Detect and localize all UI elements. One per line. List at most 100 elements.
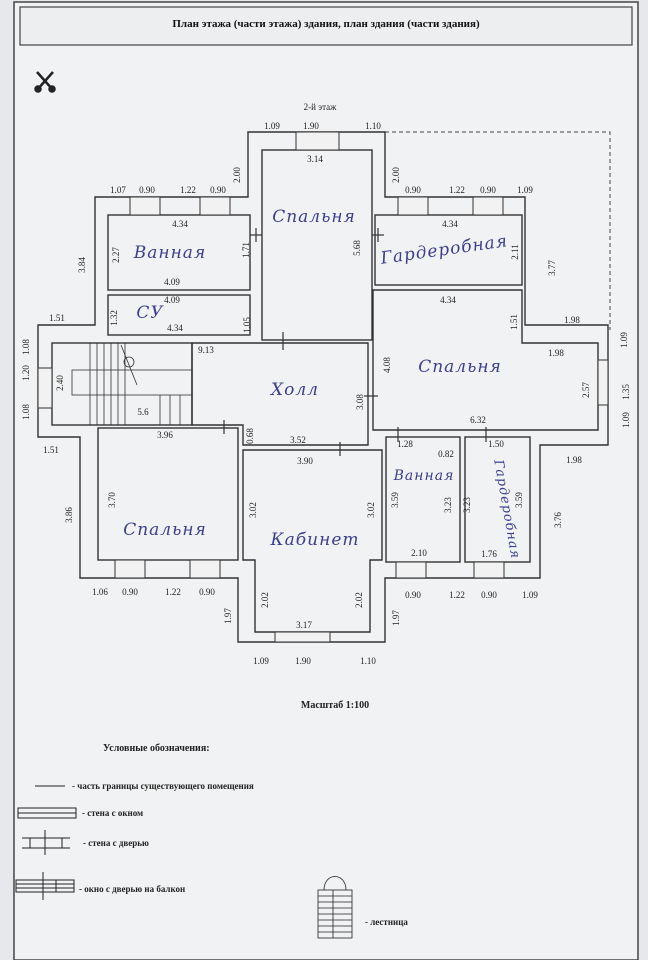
dimension: 3.90 — [297, 456, 313, 466]
dimension: 3.02 — [366, 502, 376, 518]
window — [129, 196, 161, 216]
dimension: 0.90 — [139, 185, 155, 195]
dimension: 1.07 — [110, 185, 126, 195]
dimension: 1.32 — [109, 310, 119, 326]
dimension: 9.13 — [198, 345, 214, 355]
room-office — [242, 449, 383, 633]
dimension: 1.22 — [449, 185, 465, 195]
dimension: 4.34 — [440, 295, 456, 305]
dimension: 3.96 — [157, 430, 173, 440]
dimension: 4.09 — [164, 295, 180, 305]
dimension: 1.09 — [517, 185, 533, 195]
dimension: 2.10 — [411, 548, 427, 558]
dimension: 1.76 — [481, 549, 497, 559]
dimension: 0.90 — [481, 590, 497, 600]
legend-item: - стена с дверью — [83, 838, 149, 848]
legend-window-symbol — [17, 807, 77, 819]
scale-label: Масштаб 1:100 — [301, 700, 369, 711]
dimension: 4.34 — [167, 323, 183, 333]
dimension: 1.35 — [621, 384, 631, 400]
dimension: 3.23 — [462, 497, 472, 513]
window — [473, 561, 505, 579]
dimension: 1.97 — [391, 610, 401, 626]
dimension-labels: 1.09 1.90 1.10 3.14 2.00 2.00 1.07 0.90 … — [21, 121, 631, 666]
window — [295, 131, 340, 151]
dimension: 2.27 — [111, 247, 121, 263]
dimension: 1.51 — [49, 313, 65, 323]
dimension: 2.02 — [354, 592, 364, 608]
dimension: 0.90 — [405, 590, 421, 600]
dimension: 1.22 — [165, 587, 181, 597]
window — [114, 559, 146, 579]
dimension: 1.50 — [488, 439, 504, 449]
legend-item: - стена с окном — [82, 808, 143, 818]
window — [397, 196, 429, 216]
dimension: 0.68 — [245, 428, 255, 444]
dimension: 1.98 — [548, 348, 564, 358]
dimension: 2.00 — [391, 167, 401, 183]
legend-heading: Условные обозначения: — [103, 743, 210, 754]
room-label-bath-bottom: Ванная — [393, 468, 455, 484]
room-label-office: Кабинет — [270, 530, 360, 550]
room-bedroom-left — [97, 427, 239, 561]
window — [274, 631, 331, 643]
dimension: 1.97 — [223, 608, 233, 624]
room-label-bedroom-left: Спальня — [123, 520, 207, 540]
legend-item: - окно с дверью на балкон — [79, 884, 185, 894]
dimension: 0.90 — [405, 185, 421, 195]
dimension: 1.08 — [21, 339, 31, 355]
dimension: 2.00 — [232, 167, 242, 183]
dimension: 1.90 — [303, 121, 319, 131]
window — [189, 559, 221, 579]
dimension: 4.08 — [382, 357, 392, 373]
dimension: 1.09 — [264, 121, 280, 131]
dimension: 1.28 — [397, 439, 413, 449]
room-label-wc: СУ — [136, 303, 164, 323]
dimension: 4.09 — [164, 277, 180, 287]
dimension: 1.09 — [522, 590, 538, 600]
room-hall — [191, 342, 369, 446]
page-title: План этажа (части этажа) здания, план зд… — [172, 18, 480, 30]
legend-item: - лестница — [365, 917, 408, 927]
dimension: 0.90 — [480, 185, 496, 195]
dimension: 1.10 — [360, 656, 376, 666]
dimension: 3.70 — [107, 492, 117, 508]
dimension: 1.05 — [242, 317, 252, 333]
dimension: 0.82 — [438, 449, 454, 459]
dimension: 1.20 — [21, 365, 31, 381]
legend-door-symbol — [22, 830, 70, 855]
windows — [37, 131, 609, 643]
doors — [223, 228, 487, 456]
balcony-door-window — [597, 359, 609, 406]
window — [37, 367, 53, 409]
dimension: 3.84 — [77, 257, 87, 273]
dimension: 3.52 — [290, 435, 306, 445]
dimension: 1.22 — [449, 590, 465, 600]
dimension: 1.09 — [619, 332, 629, 348]
dimension: 1.90 — [295, 656, 311, 666]
dimension: 3.59 — [390, 492, 400, 508]
dimension: 3.17 — [296, 620, 312, 630]
room-bath-top — [107, 214, 251, 291]
dimension: 0.90 — [210, 185, 226, 195]
dimension: 1.22 — [180, 185, 196, 195]
dimension: 1.71 — [241, 242, 251, 258]
dimension: 2.11 — [510, 244, 520, 259]
existing-boundary-dashed — [385, 131, 611, 330]
dimension: 1.10 — [365, 121, 381, 131]
dimension: 2.02 — [260, 592, 270, 608]
legend-stair-icon — [317, 876, 353, 939]
dimension: 5.68 — [352, 240, 362, 256]
dimension: 1.98 — [566, 455, 582, 465]
dimension: 5.6 — [137, 407, 149, 417]
window — [199, 196, 231, 216]
room-label-hall: Холл — [269, 380, 319, 400]
room-bedroom-right — [372, 289, 599, 431]
sheet-frame — [13, 1, 639, 960]
dimension: 3.14 — [307, 154, 323, 164]
staircase — [71, 343, 193, 425]
dimension: 3.08 — [355, 394, 365, 410]
room-walls — [51, 149, 599, 633]
room-wardrobe-top — [374, 214, 523, 286]
